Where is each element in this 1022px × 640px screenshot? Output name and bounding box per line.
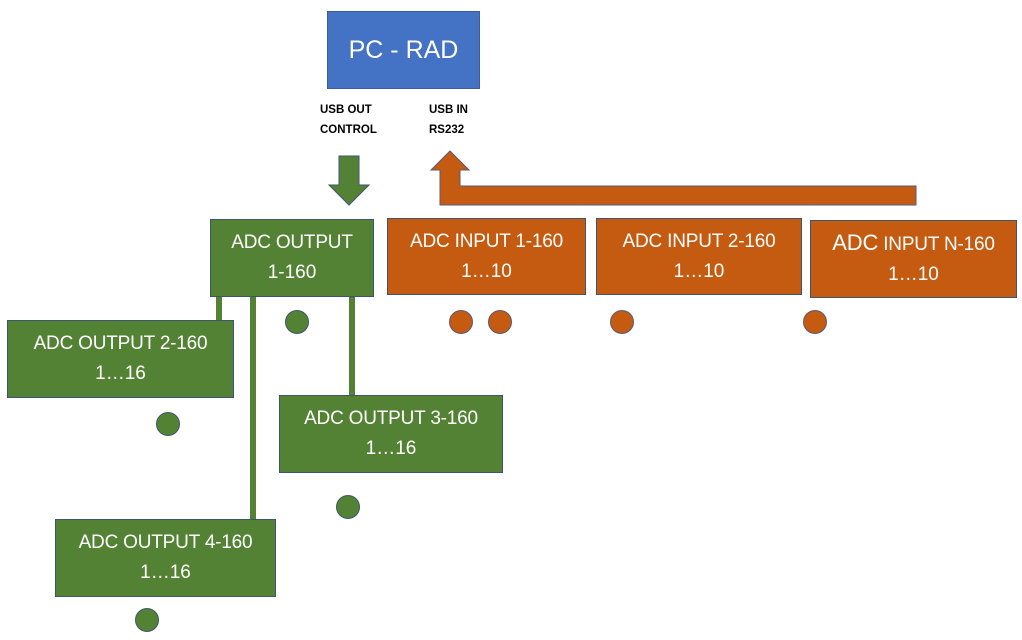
adc-output-4-title: ADC OUTPUT 4-160: [78, 532, 253, 553]
usb-out-label: USB OUT CONTROL: [320, 100, 377, 140]
usb-in-line2: RS232: [429, 124, 465, 136]
adc-input-n-prefix: ADC: [832, 230, 879, 255]
usb-out-line2: CONTROL: [320, 124, 377, 136]
adc-output-1-sub: 1-160: [267, 262, 317, 283]
usb-in-label: USB IN RS232: [429, 100, 468, 140]
usb-out-line1: USB OUT: [320, 104, 372, 116]
adc-input-2-box: ADC INPUT 2-160 1…10: [596, 218, 802, 295]
adc-output-2-title: ADC OUTPUT 2-160: [33, 333, 208, 354]
adc-input-n-box: ADC INPUT N-160 1…10: [810, 220, 1017, 298]
usb-out-arrow: [327, 155, 371, 206]
connector-output-4: [250, 295, 256, 521]
adc-output-3-box: ADC OUTPUT 3-160 1…16: [279, 395, 503, 473]
adc-input-n-title: ADC INPUT N-160: [811, 228, 1016, 260]
adc-output-2-box: ADC OUTPUT 2-160 1…16: [7, 320, 234, 398]
output-3-terminal: [336, 495, 360, 519]
input-n-terminal: [803, 310, 827, 334]
input-2-terminal: [610, 310, 634, 334]
connector-output-2: [216, 295, 222, 322]
adc-input-n-sub: 1…10: [888, 264, 939, 285]
output-1-terminal: [285, 310, 309, 334]
pc-rad-title: PC - RAD: [348, 36, 459, 64]
usb-in-line1: USB IN: [429, 104, 468, 116]
output-2-terminal: [156, 412, 180, 436]
usb-in-arrow: [429, 150, 917, 206]
output-4-terminal: [135, 608, 159, 632]
adc-input-1-sub: 1…10: [461, 260, 512, 282]
adc-input-1-title: ADC INPUT 1-160: [410, 230, 563, 252]
input-1-terminal-b: [488, 310, 512, 334]
adc-input-n-rest: INPUT N-160: [878, 234, 995, 255]
pc-rad-box: PC - RAD: [327, 11, 480, 89]
adc-input-2-title: ADC INPUT 2-160: [622, 230, 776, 252]
connector-output-3: [349, 295, 355, 397]
adc-output-3-sub: 1…16: [365, 438, 417, 459]
adc-output-1-title: ADC OUTPUT: [231, 232, 353, 253]
adc-input-1-box: ADC INPUT 1-160 1…10: [387, 218, 586, 295]
adc-input-2-sub: 1…10: [673, 260, 725, 282]
adc-output-1-box: ADC OUTPUT 1-160: [210, 219, 374, 297]
adc-output-3-title: ADC OUTPUT 3-160: [304, 408, 478, 429]
adc-output-4-sub: 1…16: [140, 562, 191, 583]
input-1-terminal-a: [449, 310, 473, 334]
adc-output-4-box: ADC OUTPUT 4-160 1…16: [55, 519, 276, 597]
adc-output-2-sub: 1…16: [95, 363, 146, 384]
